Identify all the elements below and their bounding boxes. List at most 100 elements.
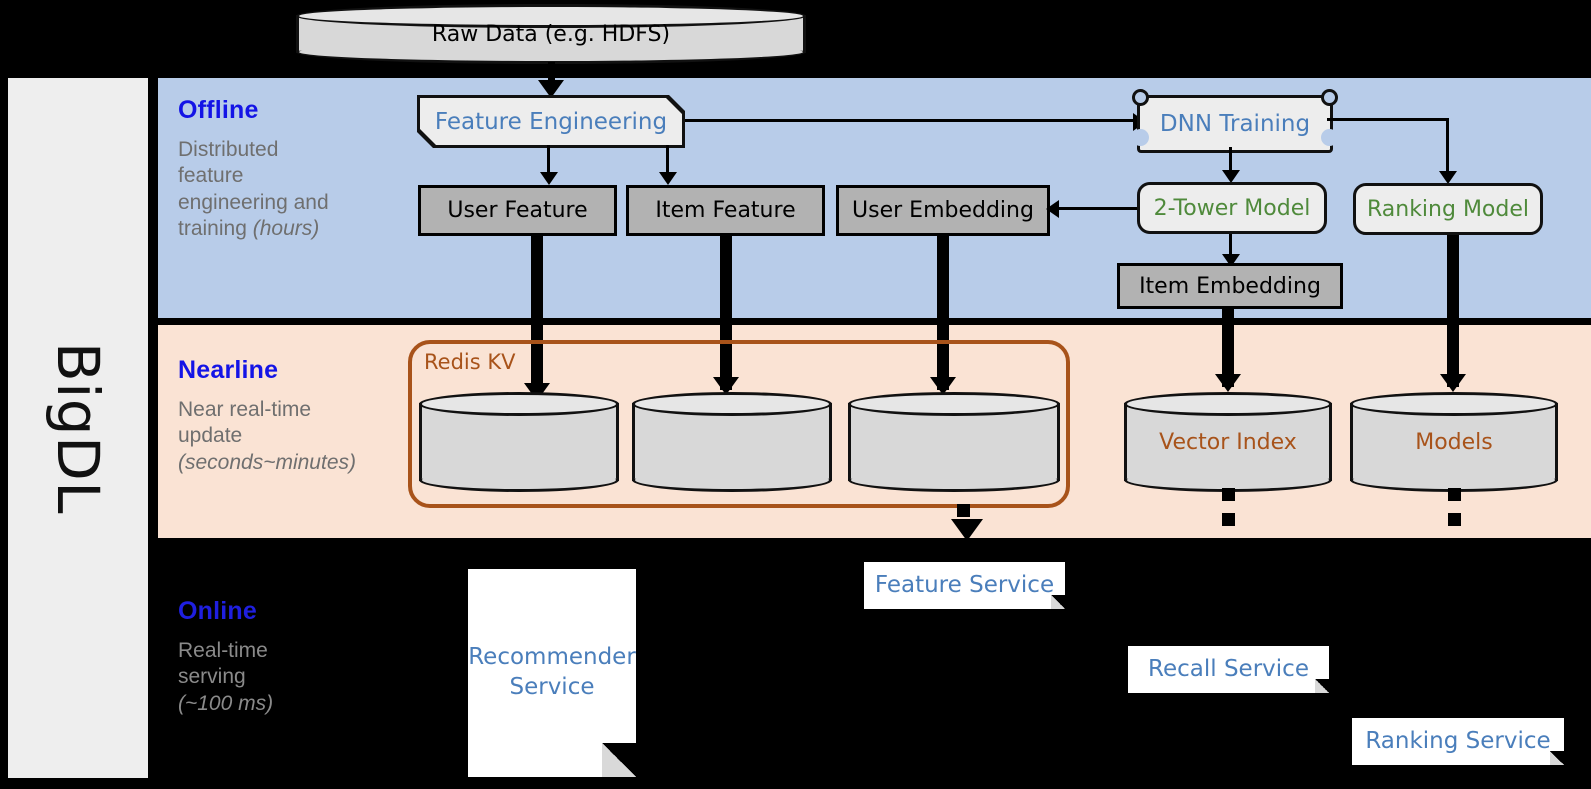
dash-feature-service-1: [957, 504, 970, 517]
offline-label-group: Offline Distributed feature engineering …: [178, 96, 378, 242]
arrow-rawdata-fe: [538, 80, 564, 98]
arrow-dnn-2tower: [1222, 170, 1240, 183]
two-tower-model-label: 2-Tower Model: [1153, 195, 1311, 221]
offline-sub-4: training: [178, 216, 253, 240]
arrow-featureservice: [951, 519, 983, 541]
pipe-rankingmodel: [1447, 235, 1459, 387]
models-cylinder[interactable]: Models: [1350, 392, 1558, 492]
store-user-feature-cylinder[interactable]: [419, 392, 619, 492]
ranking-model-box[interactable]: Ranking Model: [1353, 183, 1543, 235]
item-embedding-box[interactable]: Item Embedding: [1117, 263, 1343, 309]
edge-dnn-2tower: [1229, 147, 1232, 175]
nearline-label-group: Nearline Near real-time update (seconds~…: [178, 356, 408, 476]
store-user-feature-top: [419, 392, 619, 416]
feature-engineering-box[interactable]: Feature Engineering: [420, 98, 682, 145]
item-feature-box[interactable]: Item Feature: [626, 185, 825, 236]
user-embedding-box[interactable]: User Embedding: [836, 185, 1050, 236]
nearline-sub-italic: (seconds~minutes): [178, 450, 356, 474]
page-fold-icon: [1051, 595, 1065, 609]
bigdl-label: BigDL: [44, 341, 113, 515]
pipe-userembedding: [937, 236, 949, 390]
arrow-2tower-userembedding: [1046, 200, 1059, 218]
arrow-pipe-itemembedding: [1215, 374, 1241, 392]
raw-data-top: [296, 4, 806, 28]
ranking-service-label: Ranking Service: [1365, 727, 1551, 754]
store-item-feature-top: [632, 392, 832, 416]
offline-title: Offline: [178, 96, 259, 124]
store-user-embedding-top: [848, 392, 1060, 416]
edge-rawdata-fe: [548, 62, 555, 84]
store-item-feature-body: [632, 403, 832, 481]
recall-service-label: Recall Service: [1148, 655, 1309, 682]
vector-index-cylinder[interactable]: Vector Index: [1124, 392, 1332, 492]
offline-subtitle: Distributed feature engineering and trai…: [178, 137, 378, 242]
user-feature-box[interactable]: User Feature: [418, 185, 617, 236]
pipe-itemembedding: [1222, 309, 1234, 387]
nearline-sub-2: update: [178, 424, 243, 448]
feature-engineering-label: Feature Engineering: [434, 108, 668, 135]
store-item-feature-cylinder[interactable]: [632, 392, 832, 492]
online-sub-2: serving: [178, 665, 246, 689]
user-embedding-label: User Embedding: [852, 198, 1034, 223]
vector-index-top: [1124, 392, 1332, 416]
vector-index-body: [1124, 403, 1332, 481]
two-tower-model-box[interactable]: 2-Tower Model: [1137, 182, 1327, 234]
edge-2tower-itemembedding: [1229, 234, 1232, 260]
raw-data-label: Raw Data (e.g. HDFS): [431, 21, 671, 47]
edge-dnn-ranking-h: [1327, 118, 1449, 121]
nearline-subtitle: Near real-time update (seconds~minutes): [178, 397, 408, 476]
store-user-embedding-cylinder[interactable]: [848, 392, 1060, 492]
page-fold-icon: [1550, 751, 1564, 765]
offline-sub-2: feature: [178, 164, 244, 188]
page-fold-icon: [602, 743, 636, 777]
bigdl-rail: BigDL: [8, 78, 148, 778]
arrow-pipe-userembedding: [930, 377, 956, 395]
dash-recall-1: [1222, 488, 1235, 501]
dnn-training-label: DNN Training: [1159, 111, 1311, 137]
feature-service-label: Feature Service: [874, 571, 1055, 598]
offline-sub-1: Distributed: [178, 138, 279, 161]
ranking-model-label: Ranking Model: [1366, 196, 1530, 222]
recommender-service-label-1: Recommender: [468, 644, 636, 671]
online-label-group: Online Real-time serving (~100 ms): [178, 597, 378, 717]
edge-dnn-ranking-v: [1446, 118, 1449, 176]
page-fold-icon: [1315, 679, 1329, 693]
ranking-service-doc[interactable]: Ranking Service: [1352, 718, 1564, 765]
recall-service-doc[interactable]: Recall Service: [1128, 646, 1329, 693]
recommender-service-doc[interactable]: Recommender Service: [468, 569, 636, 777]
pipe-userfeature: [531, 236, 543, 396]
feature-service-doc[interactable]: Feature Service: [864, 562, 1065, 609]
arrow-dnn-ranking: [1439, 171, 1457, 184]
arrow-pipe-itemfeature: [713, 377, 739, 395]
store-user-embedding-label: [848, 392, 1060, 492]
arrow-fe-userfeature: [540, 172, 558, 185]
dash-ranking-1: [1448, 488, 1461, 501]
nearline-sub-1: Near real-time: [178, 398, 312, 421]
store-user-feature-body: [419, 403, 619, 481]
item-feature-label: Item Feature: [655, 198, 796, 223]
online-sub-italic: (~100 ms): [178, 691, 274, 715]
dash-ranking-2: [1448, 513, 1461, 526]
online-subtitle: Real-time serving (~100 ms): [178, 638, 378, 717]
redis-kv-label: Redis KV: [424, 350, 516, 374]
pipe-itemfeature: [720, 236, 732, 390]
models-label: Models: [1415, 429, 1493, 455]
arrow-fe-itemfeature: [659, 172, 677, 185]
online-sub-1: Real-time: [178, 639, 268, 662]
online-title: Online: [178, 597, 257, 625]
nearline-title: Nearline: [178, 356, 279, 384]
redis-kv-group: [408, 340, 1070, 508]
arrow-pipe-rankingmodel: [1440, 374, 1466, 392]
offline-sub-3: engineering and: [178, 190, 329, 214]
recommender-service-label-2: Service: [509, 674, 595, 700]
store-user-feature-label: [419, 392, 619, 492]
dash-recall-2: [1222, 513, 1235, 526]
item-embedding-label: Item Embedding: [1139, 273, 1321, 299]
edge-fe-itemfeature: [666, 145, 669, 177]
dnn-training-box[interactable]: DNN Training: [1132, 89, 1338, 153]
models-top: [1350, 392, 1558, 416]
raw-data-cylinder: Raw Data (e.g. HDFS): [296, 4, 806, 64]
vector-index-label: Vector Index: [1159, 429, 1297, 455]
offline-sub-italic: (hours): [252, 216, 320, 240]
